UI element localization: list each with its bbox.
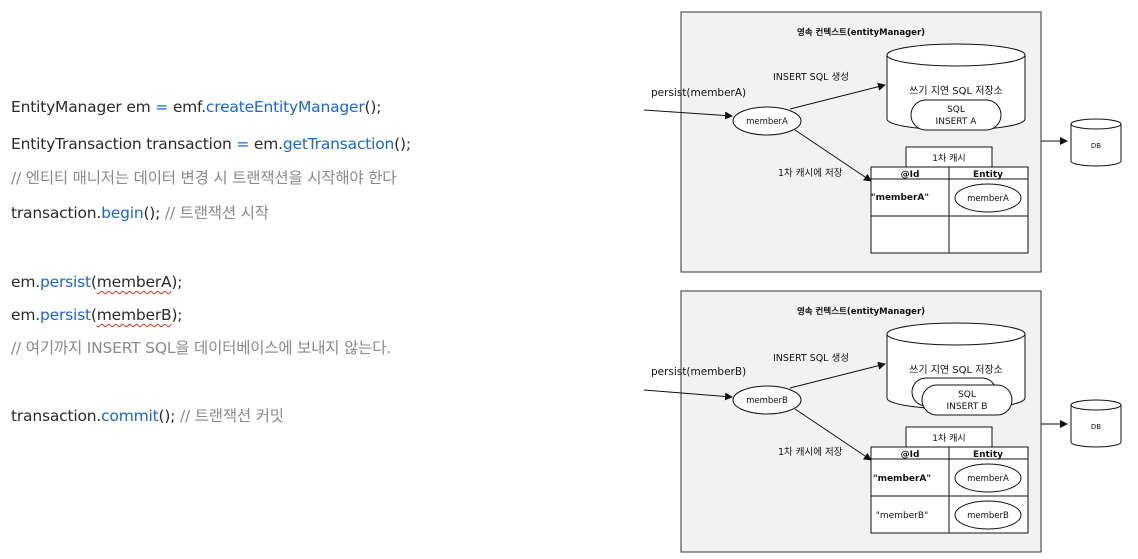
cache-store-label: 1차 캐시에 저장: [778, 167, 843, 179]
code-text: );: [171, 273, 183, 291]
code-comment: // 트랜잭션 커밋: [179, 407, 284, 425]
cache-col-id: @Id: [901, 450, 920, 460]
insert-sql-label: INSERT SQL 생성: [773, 353, 849, 364]
code-text: EntityManager em: [11, 98, 156, 116]
cache-row-id: "memberB": [876, 511, 928, 521]
cache-row-entity: [954, 463, 1022, 493]
code-comment: // 트랜잭션 시작: [164, 204, 269, 222]
code-text: em.: [11, 273, 40, 291]
diagram-top: 영속 컨텍스트(entityManager) persist(memberA) …: [643, 11, 1122, 273]
code-line-6: em.persist(memberB);: [11, 305, 183, 325]
code-line-3: // 엔티티 매니저는 데이터 변경 시 트랜잭션을 시작해야 한다: [11, 168, 397, 188]
code-text: ();: [364, 98, 382, 116]
sql-entry-line2: INSERT A: [936, 117, 978, 127]
code-line-5: em.persist(memberA);: [11, 272, 182, 292]
insert-sql-arrow: [789, 361, 886, 389]
persistence-context-title: 영속 컨텍스트(entityManager): [797, 27, 925, 38]
code-text: (: [90, 306, 97, 324]
sql-entry: [910, 99, 1002, 131]
sql-entry-line1: SQL: [947, 105, 965, 115]
code-line-1: EntityManager em = emf.createEntityManag…: [11, 97, 381, 117]
code-text: transaction.: [11, 407, 102, 425]
code-text: emf.: [168, 98, 206, 116]
persist-arrow: [643, 389, 733, 401]
code-method: persist: [39, 273, 91, 291]
member-node: [732, 385, 802, 415]
code-argument: memberA: [96, 273, 172, 291]
member-node-label: memberA: [746, 117, 788, 127]
db-cylinder: [1070, 399, 1122, 448]
member-node: [732, 106, 802, 136]
persist-label: persist(memberB): [651, 366, 746, 378]
code-method: createEntityManager: [205, 98, 365, 116]
code-text: em.: [249, 135, 283, 153]
code-text: (: [90, 273, 97, 291]
cache-row-entity-label: memberA: [967, 474, 1009, 484]
cache-store-arrow: [794, 408, 872, 461]
code-line-2: EntityTransaction transaction = em.getTr…: [11, 134, 411, 154]
cache-row-entity-label: memberB: [967, 511, 1009, 521]
code-method: getTransaction: [282, 135, 395, 153]
code-method: begin: [101, 204, 144, 222]
persist-label: persist(memberA): [651, 87, 746, 99]
sql-entry-line2: INSERT B: [947, 402, 988, 412]
code-text: em.: [11, 306, 40, 324]
cache-col-id: @Id: [901, 170, 920, 180]
cache-row-id: "memberA": [871, 193, 929, 203]
persist-arrow: [643, 109, 733, 120]
insert-sql-arrow: [789, 82, 886, 110]
code-text: EntityTransaction transaction: [11, 135, 237, 153]
code-text: ();: [394, 135, 411, 153]
cache-store-label: 1차 캐시에 저장: [778, 446, 843, 458]
code-text: ();: [143, 204, 165, 222]
cache-col-entity: Entity: [973, 450, 1003, 460]
cache-row-entity-label: memberA: [967, 194, 1009, 204]
db-label: DB: [1091, 142, 1101, 150]
code-text: );: [171, 306, 183, 324]
member-node-label: memberB: [746, 396, 788, 406]
cache-title: 1차 캐시: [932, 432, 965, 444]
sql-entry-line1: SQL: [958, 390, 976, 400]
code-comment: // 엔티티 매니저는 데이터 변경 시 트랜잭션을 시작해야 한다: [11, 169, 397, 187]
code-operator: =: [155, 98, 169, 116]
cache-store-arrow: [794, 129, 872, 182]
code-line-4: transaction.begin(); // 트랜잭션 시작: [11, 203, 269, 223]
cache-title: 1차 캐시: [932, 152, 965, 164]
code-comment: // 여기까지 INSERT SQL을 데이터베이스에 보내지 않는다.: [11, 339, 391, 357]
sql-store-title: 쓰기 지연 SQL 저장소: [909, 85, 1003, 97]
insert-sql-label: INSERT SQL 생성: [773, 72, 849, 83]
cache-col-entity: Entity: [973, 170, 1003, 180]
code-text: ();: [158, 407, 180, 425]
code-method: persist: [39, 306, 91, 324]
cache-row-entity: [954, 183, 1022, 213]
persistence-context-title: 영속 컨텍스트(entityManager): [797, 306, 925, 317]
code-argument: memberB: [96, 306, 172, 324]
code-method: commit: [101, 407, 159, 425]
cache-row-id: "memberA": [873, 474, 931, 484]
db-label: DB: [1091, 423, 1101, 431]
cache-row-entity: [954, 500, 1022, 530]
code-operator: =: [236, 135, 250, 153]
db-cylinder: [1070, 118, 1122, 167]
code-line-8: transaction.commit(); // 트랜잭션 커밋: [11, 406, 284, 426]
sql-entry: [921, 384, 1013, 416]
code-line-7: // 여기까지 INSERT SQL을 데이터베이스에 보내지 않는다.: [11, 338, 391, 358]
code-text: transaction.: [11, 204, 102, 222]
sql-store-title: 쓰기 지연 SQL 저장소: [909, 364, 1003, 376]
diagram-bottom: 영속 컨텍스트(entityManager) persist(memberB) …: [643, 290, 1122, 553]
